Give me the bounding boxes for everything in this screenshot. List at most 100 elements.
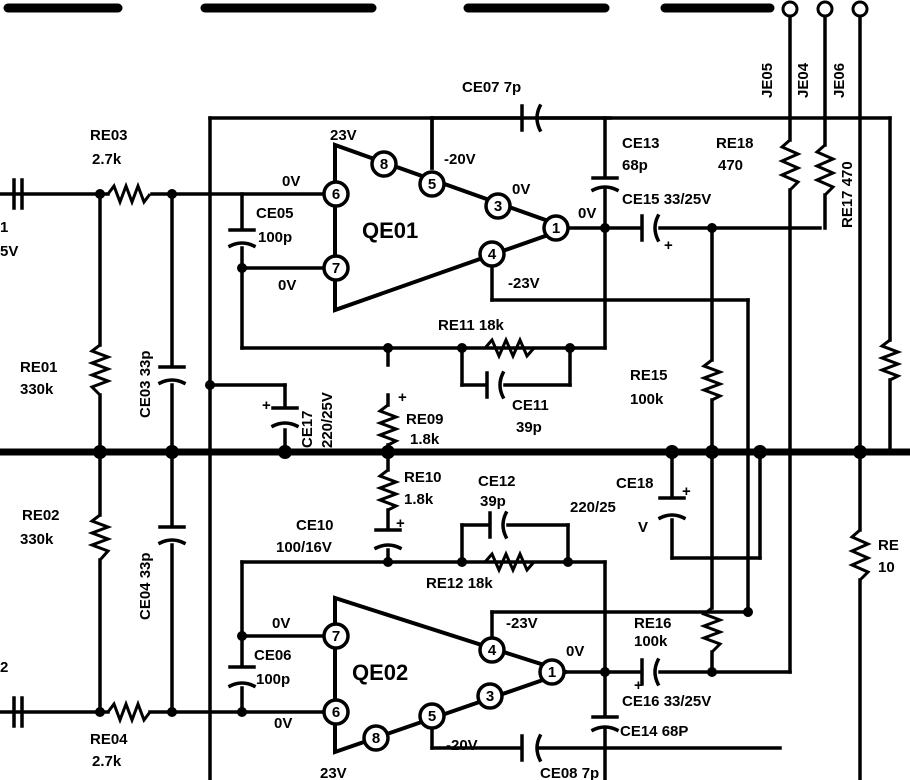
label-re01: RE01 (20, 359, 58, 376)
label-ce07: CE07 7p (462, 79, 521, 96)
label-re04-val: 2.7k (92, 753, 122, 770)
label-ce05: CE05 (256, 205, 294, 222)
resistor-re04 (106, 699, 152, 725)
edge-fragment-3: 2 (0, 659, 8, 676)
resistor-re02 (87, 513, 113, 561)
polarity-ce18: + (682, 483, 691, 500)
qe02-pin-6: 6 (332, 704, 340, 721)
resistor-re12 (483, 550, 536, 574)
label-re11: RE11 18k (438, 317, 505, 334)
label-re17: RE17 470 (839, 161, 856, 228)
jumper-terminal-je05 (781, 0, 799, 18)
qe01-pin-3: 3 (494, 198, 502, 215)
polarity-ce16: + (634, 677, 643, 694)
label-ce14: CE14 68P (620, 723, 688, 740)
label-re15: RE15 (630, 367, 668, 384)
qe01-v-pin3: 0V (512, 181, 530, 198)
resistor-re15 (699, 358, 725, 402)
label-je06: JE06 (831, 63, 848, 98)
resistor-re03 (106, 181, 152, 207)
label-ce12: CE12 (478, 473, 516, 490)
qe01-pin-5: 5 (428, 176, 436, 193)
label-ce08: CE08 7p (540, 765, 599, 780)
label-ce04: CE04 33p (137, 552, 154, 620)
resistor-re11 (483, 336, 536, 360)
resistor-re-right (848, 528, 872, 582)
qe01-v-pin7: 0V (278, 277, 296, 294)
polarity-ce15: + (664, 237, 673, 254)
label-re10: RE10 (404, 469, 442, 486)
label-re18-val: 470 (718, 157, 743, 174)
qe02-v-pin6: 0V (274, 715, 292, 732)
resistor-right-top (877, 338, 903, 382)
label-ce11: CE11 (512, 397, 549, 414)
qe01-v-pin8: 23V (330, 127, 357, 144)
qe02-v-pin7: 0V (272, 615, 290, 632)
edge-fragment-2: 5V (0, 243, 18, 260)
label-re09: RE09 (406, 411, 444, 428)
resistor-re18 (778, 138, 802, 192)
label-ce03: CE03 33p (137, 350, 154, 418)
label-re-right: RE (878, 537, 899, 554)
polarity-ce10: + (396, 515, 405, 532)
qe02-pin-4: 4 (488, 642, 497, 659)
resistor-re09 (375, 403, 401, 447)
qe01-pin-1: 1 (552, 220, 560, 237)
label-re16-val: 100k (634, 633, 668, 650)
top-wires (0, 8, 892, 780)
qe01-v-pin5: -20V (444, 151, 476, 168)
qe02-v-pin5: -20V (446, 737, 478, 754)
label-re15-val: 100k (630, 391, 664, 408)
polarity-ce17: + (262, 397, 271, 414)
junction-dots (93, 189, 867, 717)
label-re-right-val: 10 (878, 559, 895, 576)
qe01-pin-4: 4 (488, 246, 497, 263)
opamp-qe02 (333, 595, 573, 755)
qe02-label: QE02 (352, 660, 408, 685)
qe02-pin-1: 1 (548, 664, 556, 681)
jumper-terminal-je06 (851, 0, 869, 18)
label-re01-val: 330k (20, 381, 54, 398)
label-je05: JE05 (759, 63, 776, 98)
label-re18: RE18 (716, 135, 754, 152)
resistor-re01 (87, 343, 113, 397)
jumper-terminal-je04 (816, 0, 834, 18)
label-ce16: CE16 33/25V (622, 693, 711, 710)
label-re02-val: 330k (20, 531, 54, 548)
qe02-pins: 7 4 1 6 3 5 8 (322, 622, 566, 752)
label-ce18-val: 220/25 (570, 499, 616, 516)
qe01-v-pin1: 0V (578, 205, 596, 222)
label-re03: RE03 (90, 127, 128, 144)
qe01-pin-8: 8 (380, 156, 388, 173)
label-ce06-val: 100p (256, 671, 290, 688)
capacitors (12, 103, 687, 763)
label-re09-val: 1.8k (410, 431, 440, 448)
label-re16: RE16 (634, 615, 672, 632)
qe02-pin-5: 5 (428, 708, 436, 725)
label-je04: JE04 (795, 62, 812, 98)
qe01-v-pin6: 0V (282, 173, 300, 190)
label-ce17: CE17 (299, 410, 316, 448)
qe02-v-pin4: -23V (506, 615, 538, 632)
label-ce13: CE13 (622, 135, 660, 152)
label-ce18-unit: V (638, 519, 648, 536)
qe01-label: QE01 (362, 218, 418, 243)
label-ce13-val: 68p (622, 157, 648, 174)
opamp-qe01 (333, 142, 574, 313)
qe01-v-pin4: -23V (508, 275, 540, 292)
edge-fragment-1: 1 (0, 219, 8, 236)
polarity-re09: + (398, 389, 407, 406)
label-ce11-val: 39p (516, 419, 542, 436)
label-ce18: CE18 (616, 475, 654, 492)
label-ce12-val: 39p (480, 493, 506, 510)
label-ce05-val: 100p (258, 229, 292, 246)
qe02-pin-3: 3 (486, 688, 494, 705)
label-re03-val: 2.7k (92, 151, 122, 168)
resistor-re10 (375, 468, 401, 512)
resistors (87, 138, 903, 725)
resistor-re17 (813, 143, 837, 197)
qe02-pin-8: 8 (372, 730, 380, 747)
qe02-v-pin8: 23V (320, 765, 347, 780)
label-re02: RE02 (22, 507, 60, 524)
